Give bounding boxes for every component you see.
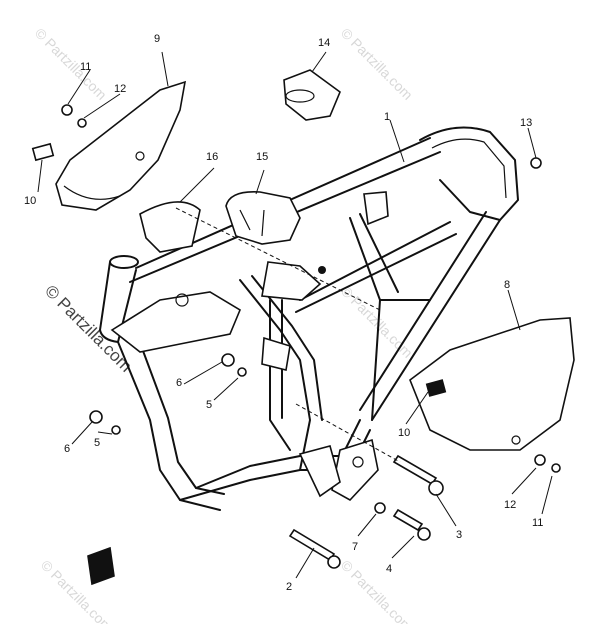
cross-brace	[295, 221, 457, 313]
callout-5-upper: 5	[206, 399, 212, 411]
washer-12-left	[77, 118, 87, 128]
gusset-hole	[175, 293, 189, 307]
nut-11-left	[61, 104, 73, 116]
callout-16: 16	[206, 151, 218, 163]
callout-3: 3	[456, 529, 462, 541]
left-cover-edge	[63, 185, 121, 200]
callout-11-right: 11	[532, 517, 543, 529]
watermark-bottom-right: © Partzilla.com	[338, 557, 416, 624]
callout-10-left: 10	[24, 195, 36, 207]
nut-6-upper	[221, 353, 235, 367]
right-side-cover	[409, 317, 575, 451]
frame-assembly	[99, 126, 519, 511]
seat-rail-inner	[431, 138, 507, 199]
bolt-4-head	[417, 527, 431, 541]
leader-lines	[37, 51, 553, 579]
callout-2: 2	[286, 581, 292, 593]
plate-left	[31, 142, 55, 162]
engine-mount-tube	[239, 275, 323, 471]
rear-bracket-hole	[352, 456, 364, 468]
front-gusset	[110, 291, 242, 353]
rear-bracket	[331, 438, 379, 502]
seat-bracket	[363, 191, 389, 226]
callout-12-left: 12	[114, 83, 126, 95]
seat-rail-loop	[419, 126, 519, 221]
rubber-cushion	[283, 69, 341, 121]
callout-7: 7	[352, 541, 358, 553]
watermark-top-left: © Partzilla.com	[32, 25, 110, 103]
callout-5-lower: 5	[94, 437, 100, 449]
bolt-4	[392, 508, 424, 532]
callout-13: 13	[520, 117, 532, 129]
down-tube	[117, 331, 225, 511]
hardware	[61, 104, 561, 586]
rear-downstay	[359, 211, 501, 421]
callout-4: 4	[386, 563, 392, 575]
callout-1: 1	[384, 111, 390, 123]
left-side-cover	[55, 80, 187, 211]
callout-10-right: 10	[398, 427, 410, 439]
cover-piece	[139, 201, 201, 253]
bolt-2-head	[327, 555, 341, 569]
upper-bracket	[261, 261, 322, 301]
bracket-bolt	[318, 266, 326, 274]
callouts: 1 2 3 4 5 5 6 6 7 8 9 10 10 11 11 12 12 …	[24, 33, 543, 593]
washer-12-right	[534, 454, 546, 466]
plate-right	[425, 379, 447, 397]
bolt-3	[392, 454, 438, 486]
right-cover-hole	[511, 435, 521, 445]
engine-lug	[261, 336, 291, 371]
callout-14: 14	[318, 37, 330, 49]
callout-15: 15	[256, 151, 268, 163]
bolt-3-head	[428, 480, 444, 496]
mid-strut-2	[371, 299, 381, 421]
callout-8: 8	[504, 279, 510, 291]
washer-7	[374, 502, 386, 514]
washer-5-upper	[237, 367, 247, 377]
washer-5-lower	[111, 425, 121, 435]
nut-6-lower	[89, 410, 103, 424]
head-tube-top	[109, 255, 139, 269]
nut-13	[530, 157, 542, 169]
watermark-top-right: © Partzilla.com	[338, 25, 416, 103]
bolt-2	[288, 528, 336, 562]
nut-11-right	[551, 463, 561, 473]
mid-strut-1	[349, 213, 431, 301]
callout-6-upper: 6	[176, 377, 182, 389]
callout-6-lower: 6	[64, 443, 70, 455]
callout-11-left: 11	[80, 61, 91, 73]
clamp-bracket	[225, 190, 301, 245]
callout-12-right: 12	[504, 499, 516, 511]
brand-emblem	[87, 546, 115, 586]
left-cover-hole	[135, 151, 145, 161]
callout-9: 9	[154, 33, 160, 45]
lower-mount-tab	[298, 445, 341, 498]
